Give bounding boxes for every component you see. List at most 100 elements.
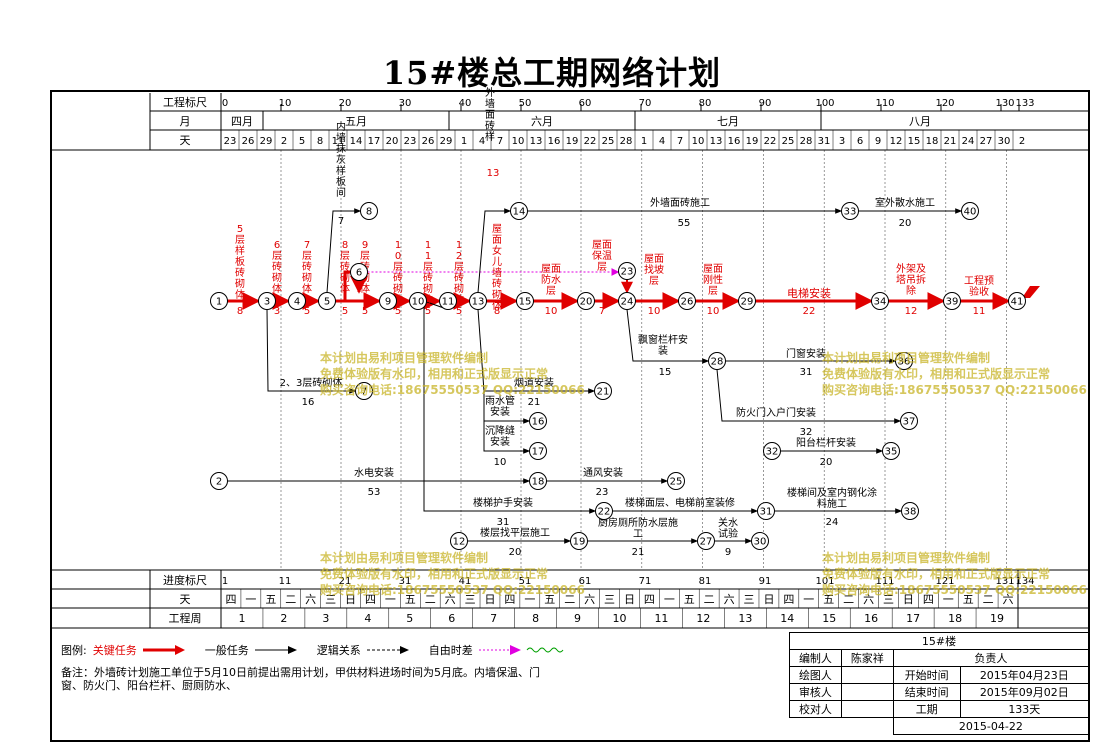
dashed-arrow-icon: [366, 646, 409, 654]
task-label: 2: [456, 251, 462, 262]
day-label: 29: [440, 136, 453, 147]
task-label: 水电安装: [354, 466, 394, 479]
task-label: 女: [492, 244, 502, 257]
task-label: 体: [235, 289, 245, 301]
task-duration: 10: [494, 457, 507, 468]
day-label: 25: [602, 136, 615, 147]
normal-arrow-icon: [254, 646, 297, 654]
weekday-label: 四: [783, 593, 794, 606]
task-label: 楼梯面层、电梯前室装修: [625, 496, 735, 509]
task-label: 试验: [718, 527, 738, 540]
weekday-label: 五: [823, 593, 834, 606]
task-label: 体: [302, 283, 312, 295]
scale-tick-label: 110: [875, 98, 894, 109]
task-label: 砖: [423, 271, 433, 284]
day-label: 7: [677, 136, 683, 147]
node-label: 27: [700, 537, 713, 548]
task-label: 层: [360, 250, 370, 262]
task-label: 体: [454, 294, 464, 306]
week-label: 8: [532, 612, 539, 625]
node-label: 40: [964, 207, 977, 218]
week-label: 17: [906, 612, 920, 625]
task-label: 层: [235, 234, 245, 246]
task-label: 砌: [393, 283, 403, 295]
week-label: 7: [490, 612, 497, 625]
weekday-label: 二: [564, 593, 575, 606]
node-circle: [943, 292, 961, 310]
task-label: 砌: [302, 272, 312, 284]
task-arrow: [423, 300, 597, 514]
week-label: 15: [822, 612, 836, 625]
node-label: 13: [472, 297, 485, 308]
footer-tick-label: 71: [639, 576, 652, 587]
task-label: 工程预: [964, 275, 994, 287]
header-label: 天: [180, 134, 191, 147]
task-label: 内: [336, 120, 346, 133]
day-label: 1: [641, 136, 647, 147]
task-duration: 31: [800, 367, 813, 378]
task-duration: 10: [648, 306, 661, 317]
weekday-label: 六: [863, 593, 874, 606]
month-label: 七月: [717, 115, 739, 128]
node-label: 11: [442, 297, 455, 308]
weekday-label: 五: [265, 593, 276, 606]
task-label: 2、3层砖砌体: [280, 376, 343, 389]
task-duration: 13: [487, 168, 500, 179]
legend-normal-label: 一般任务: [204, 644, 249, 657]
weekday-label: 五: [544, 593, 555, 606]
day-label: 19: [746, 136, 759, 147]
header-label: 工程标尺: [163, 95, 207, 109]
scale-tick-label: 100: [815, 98, 834, 109]
task-duration: 16: [302, 397, 315, 408]
task-label: 楼梯间及室内钢化涂: [787, 486, 877, 499]
week-label: 19: [990, 612, 1004, 625]
day-label: 2: [281, 136, 287, 147]
footer-label: 进度标尺: [163, 573, 207, 587]
legend-float-label: 自由时差: [428, 644, 473, 657]
weekday-label: 一: [245, 593, 256, 606]
task-label: 层: [708, 285, 718, 297]
task-label: 砖: [340, 260, 350, 273]
footer-tick-label: 111: [875, 576, 894, 587]
task-label: 层: [272, 250, 282, 262]
day-label: 7: [497, 136, 503, 147]
footer-tick-label: 31: [399, 576, 412, 587]
day-label: 25: [782, 136, 795, 147]
node-label: 38: [904, 507, 917, 518]
week-label: 10: [613, 612, 627, 625]
node-circle: [469, 292, 487, 310]
day-label: 12: [890, 136, 903, 147]
task-duration: 3: [274, 306, 280, 317]
node-circle: [738, 292, 756, 310]
node-circle: [594, 382, 612, 400]
weekday-label: 四: [504, 593, 515, 606]
task-duration: 9: [725, 547, 731, 558]
weekday-label: 四: [644, 593, 655, 606]
node-label: 2: [216, 477, 222, 488]
week-label: 4: [364, 612, 371, 625]
end-label: 结束时间: [892, 683, 961, 701]
node-circle: [618, 292, 636, 310]
task-label: 安装: [490, 435, 510, 448]
start-value: 2015年04月23日: [959, 666, 1090, 684]
task-label: 砌: [454, 283, 464, 295]
week-label: 1: [238, 612, 245, 625]
legend-logic-label: 逻辑关系: [316, 644, 361, 657]
task-label: 刚性: [703, 273, 723, 286]
weekday-label: 四: [225, 593, 236, 606]
weekday-label: 一: [664, 593, 675, 606]
task-label: 1: [395, 240, 401, 251]
task-label: 保温: [592, 249, 612, 262]
node-circle: [439, 292, 457, 310]
task-duration: 32: [800, 427, 813, 438]
node-label: 29: [741, 297, 754, 308]
node-label: 31: [760, 507, 773, 518]
task-duration: 23: [596, 487, 609, 498]
scale-tick-label: 70: [639, 98, 652, 109]
day-label: 15: [908, 136, 921, 147]
weekday-label: 日: [345, 593, 356, 606]
footer-tick-label: 61: [579, 576, 592, 587]
footer-tick-label: 131: [995, 576, 1014, 587]
node-label: 18: [532, 477, 545, 488]
